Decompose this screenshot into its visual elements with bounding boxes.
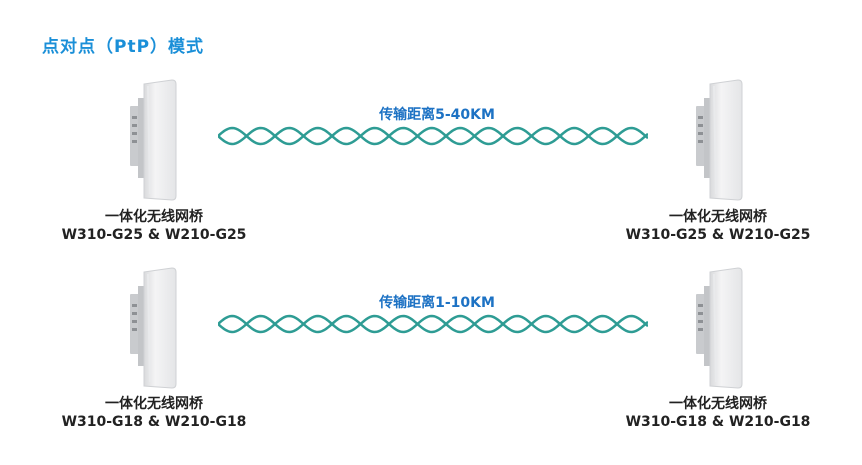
wireless-link-wave	[218, 126, 648, 146]
right-device-label: 一体化无线网桥 W310-G25 & W210-G25	[618, 208, 818, 244]
link-distance-label: 传输距离1-10KM	[379, 295, 495, 311]
bridge-device-image	[694, 78, 744, 203]
bridge-device-image	[694, 266, 744, 391]
device-models: W310-G18 & W210-G18	[61, 414, 247, 430]
device-models: W310-G25 & W210-G25	[61, 227, 247, 243]
bridge-device-image	[128, 266, 178, 391]
device-name: 一体化无线网桥	[669, 396, 767, 412]
link-distance-label: 传输距离5-40KM	[379, 107, 495, 123]
device-name: 一体化无线网桥	[669, 209, 767, 225]
left-device-label: 一体化无线网桥 W310-G25 & W210-G25	[54, 208, 254, 244]
device-name: 一体化无线网桥	[105, 396, 203, 412]
device-models: W310-G18 & W210-G18	[625, 414, 811, 430]
page-title: 点对点（PtP）模式	[42, 37, 205, 57]
device-models: W310-G25 & W210-G25	[625, 227, 811, 243]
bridge-device-image	[128, 78, 178, 203]
wireless-link-wave	[218, 314, 648, 334]
right-device-label: 一体化无线网桥 W310-G18 & W210-G18	[618, 395, 818, 431]
left-device-label: 一体化无线网桥 W310-G18 & W210-G18	[54, 395, 254, 431]
device-name: 一体化无线网桥	[105, 209, 203, 225]
